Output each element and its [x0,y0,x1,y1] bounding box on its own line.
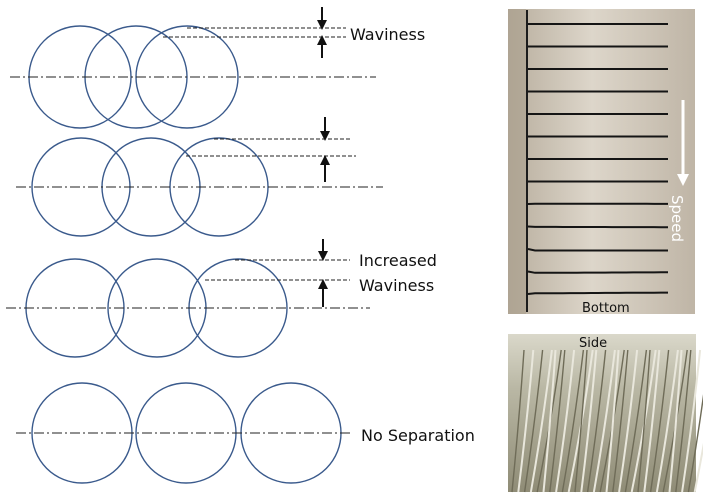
side-streak [605,349,620,493]
scan-line [527,225,668,229]
side-streak [668,349,683,493]
side-streak [580,349,598,493]
side-streak [574,349,588,493]
side-streak [643,349,661,493]
side-streak [555,349,576,493]
side-streak [549,349,566,493]
bottom-photo: Bottom [508,9,695,316]
increased-label: Increased [359,251,437,270]
no-separation-label: No Separation [361,426,475,445]
side-streak [687,394,703,493]
side-streak [675,349,692,493]
side-streak [649,349,670,493]
side-streak [655,349,679,493]
scan-line [527,291,668,295]
bottom-label: Bottom [582,301,630,316]
waviness-label: Waviness [350,25,425,44]
scan-line [527,270,668,274]
side-streak [592,349,616,493]
side-streak [693,442,703,493]
side-streak [618,349,639,493]
row1-circle-1 [28,25,132,129]
side-streak [586,349,607,493]
side-streak [637,349,651,493]
side-streak [542,349,557,493]
side-streak [529,349,553,493]
side-photo: Side [508,334,703,493]
side-streak [523,349,544,493]
side-streak [517,349,535,493]
speed-label: Speed [668,195,686,242]
side-streak [681,349,702,493]
side-streak [511,349,525,493]
side-streak [612,349,629,493]
scan-line [527,248,668,252]
side-streak [624,349,648,493]
side-streak [561,349,585,493]
side-label: Side [579,336,607,351]
increased-waviness-label: Waviness [359,276,434,295]
